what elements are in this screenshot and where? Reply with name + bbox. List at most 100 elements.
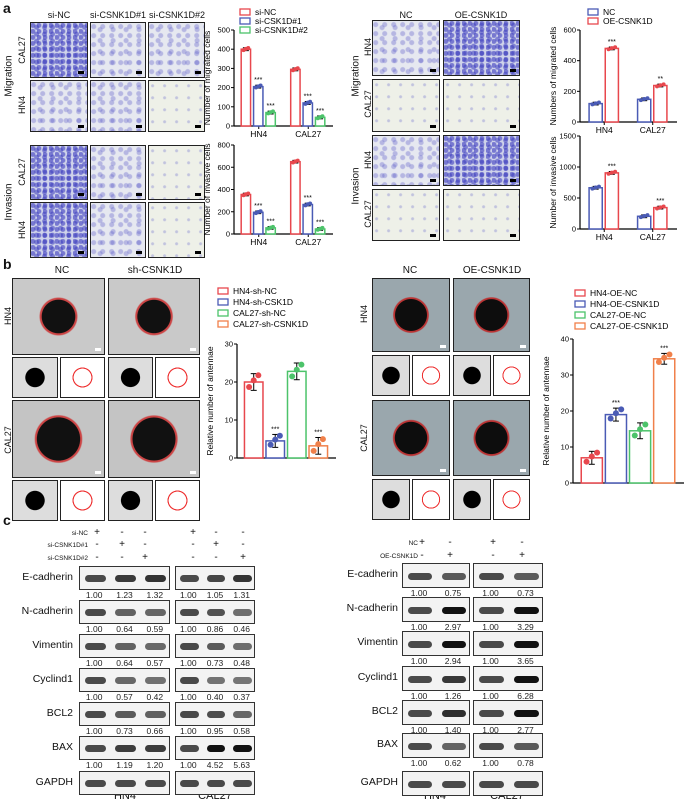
- legend-label: HN4-sh-CSK1D: [233, 297, 293, 307]
- bar: [588, 102, 603, 123]
- spheroid-image: [372, 400, 450, 476]
- legend-swatch: [574, 289, 586, 297]
- protein-band: [114, 745, 137, 752]
- spheroid-image: [372, 278, 450, 352]
- data-point: [246, 191, 251, 196]
- significance-label: ***: [304, 195, 312, 202]
- blot-image: [175, 736, 255, 760]
- spheroid-outline-image: [492, 479, 530, 520]
- y-axis-label: Relative number of antennae: [205, 346, 215, 455]
- quantification-value: 2.77: [517, 725, 534, 735]
- spheroid-mask-image: [108, 480, 153, 521]
- significance-label: ***: [267, 219, 275, 226]
- protein-band: [206, 711, 226, 718]
- data-point: [658, 205, 663, 210]
- x-tick-label: HN4: [596, 125, 613, 135]
- blot-image: [175, 600, 255, 624]
- blot-image: [79, 771, 170, 795]
- protein-band: [114, 711, 137, 718]
- transwell-image: [30, 202, 88, 258]
- transwell-image: [372, 20, 440, 76]
- scale-bar: [78, 193, 84, 196]
- blot-image: [175, 702, 255, 726]
- data-point: [250, 377, 257, 384]
- bar: [636, 98, 652, 123]
- bar: [289, 160, 301, 235]
- data-point: [270, 224, 275, 229]
- legend-label: si-CSNK1D#2: [255, 25, 308, 35]
- y-axis-label: Number of invasive cells: [202, 143, 212, 235]
- protein-band: [479, 675, 504, 683]
- quantification-value: 1.00: [85, 726, 103, 736]
- quantification-value: 0.57: [146, 658, 164, 668]
- significance-label: **: [658, 76, 664, 83]
- quantification-value: 0.73: [116, 726, 133, 736]
- quantification-value: 0.57: [116, 692, 133, 702]
- data-point: [267, 441, 274, 448]
- quantification-value: 0.42: [146, 692, 164, 702]
- condition-sign: +: [519, 550, 525, 561]
- protein-band: [84, 677, 106, 684]
- quantification-value: 0.95: [206, 726, 224, 736]
- quantification-value: 1.19: [116, 760, 133, 770]
- spheroid-image: [453, 400, 530, 476]
- condition-sign: -: [241, 539, 245, 550]
- legend-swatch: [574, 311, 586, 319]
- condition-sign: -: [448, 537, 452, 548]
- scale-bar: [136, 193, 142, 196]
- condition-label: OE-CSNK1D: [380, 553, 418, 560]
- scale-bar: [95, 471, 101, 474]
- quantification-value: 1.26: [444, 691, 462, 701]
- protein-band: [233, 780, 252, 787]
- data-point: [310, 447, 317, 454]
- data-point: [315, 441, 322, 448]
- protein-band: [233, 745, 252, 752]
- protein-band: [114, 575, 137, 582]
- blot-image: [402, 666, 470, 691]
- protein-band: [479, 640, 504, 648]
- quantification-value: 1.00: [410, 758, 428, 768]
- protein-band: [514, 675, 539, 683]
- blot-image: [175, 566, 255, 590]
- scale-bar: [440, 345, 446, 348]
- data-point: [655, 359, 662, 366]
- bar: [289, 68, 301, 127]
- protein-band: [114, 677, 137, 684]
- data-point: [258, 209, 263, 214]
- quantification-value: 1.00: [482, 758, 499, 768]
- protein-label: BAX: [51, 741, 73, 753]
- protein-label: BCL2: [371, 705, 398, 717]
- spheroid-image: [453, 278, 530, 352]
- protein-label: GAPDH: [35, 776, 73, 788]
- quantification-value: 1.32: [146, 590, 164, 600]
- data-point: [276, 432, 283, 439]
- data-point: [270, 109, 275, 114]
- legend-swatch: [587, 8, 599, 16]
- blot-image: [473, 700, 543, 725]
- protein-band: [206, 745, 226, 752]
- bar: [302, 203, 314, 235]
- blot-image: [79, 702, 170, 726]
- data-point: [661, 82, 666, 87]
- protein-label: Cyclind1: [32, 673, 73, 685]
- scale-bar: [510, 125, 516, 128]
- quantification-value: 1.00: [482, 725, 499, 735]
- data-point: [293, 366, 300, 373]
- protein-band: [479, 780, 504, 788]
- quantification-value: 0.58: [233, 726, 250, 736]
- protein-band: [145, 677, 167, 684]
- condition-sign: -: [214, 527, 218, 538]
- protein-label: N-cadherin: [21, 605, 73, 617]
- y-tick-label: 200: [217, 83, 230, 92]
- bar: [653, 84, 668, 123]
- condition-sign: +: [190, 527, 196, 538]
- protein-band: [514, 742, 539, 750]
- y-axis-label: Relative number of antennae: [541, 356, 551, 465]
- data-point: [246, 384, 253, 391]
- blot-image: [175, 634, 255, 658]
- data-point: [593, 185, 598, 190]
- quantification-value: 1.00: [85, 692, 103, 702]
- legend-swatch: [239, 17, 251, 25]
- protein-band: [408, 606, 432, 614]
